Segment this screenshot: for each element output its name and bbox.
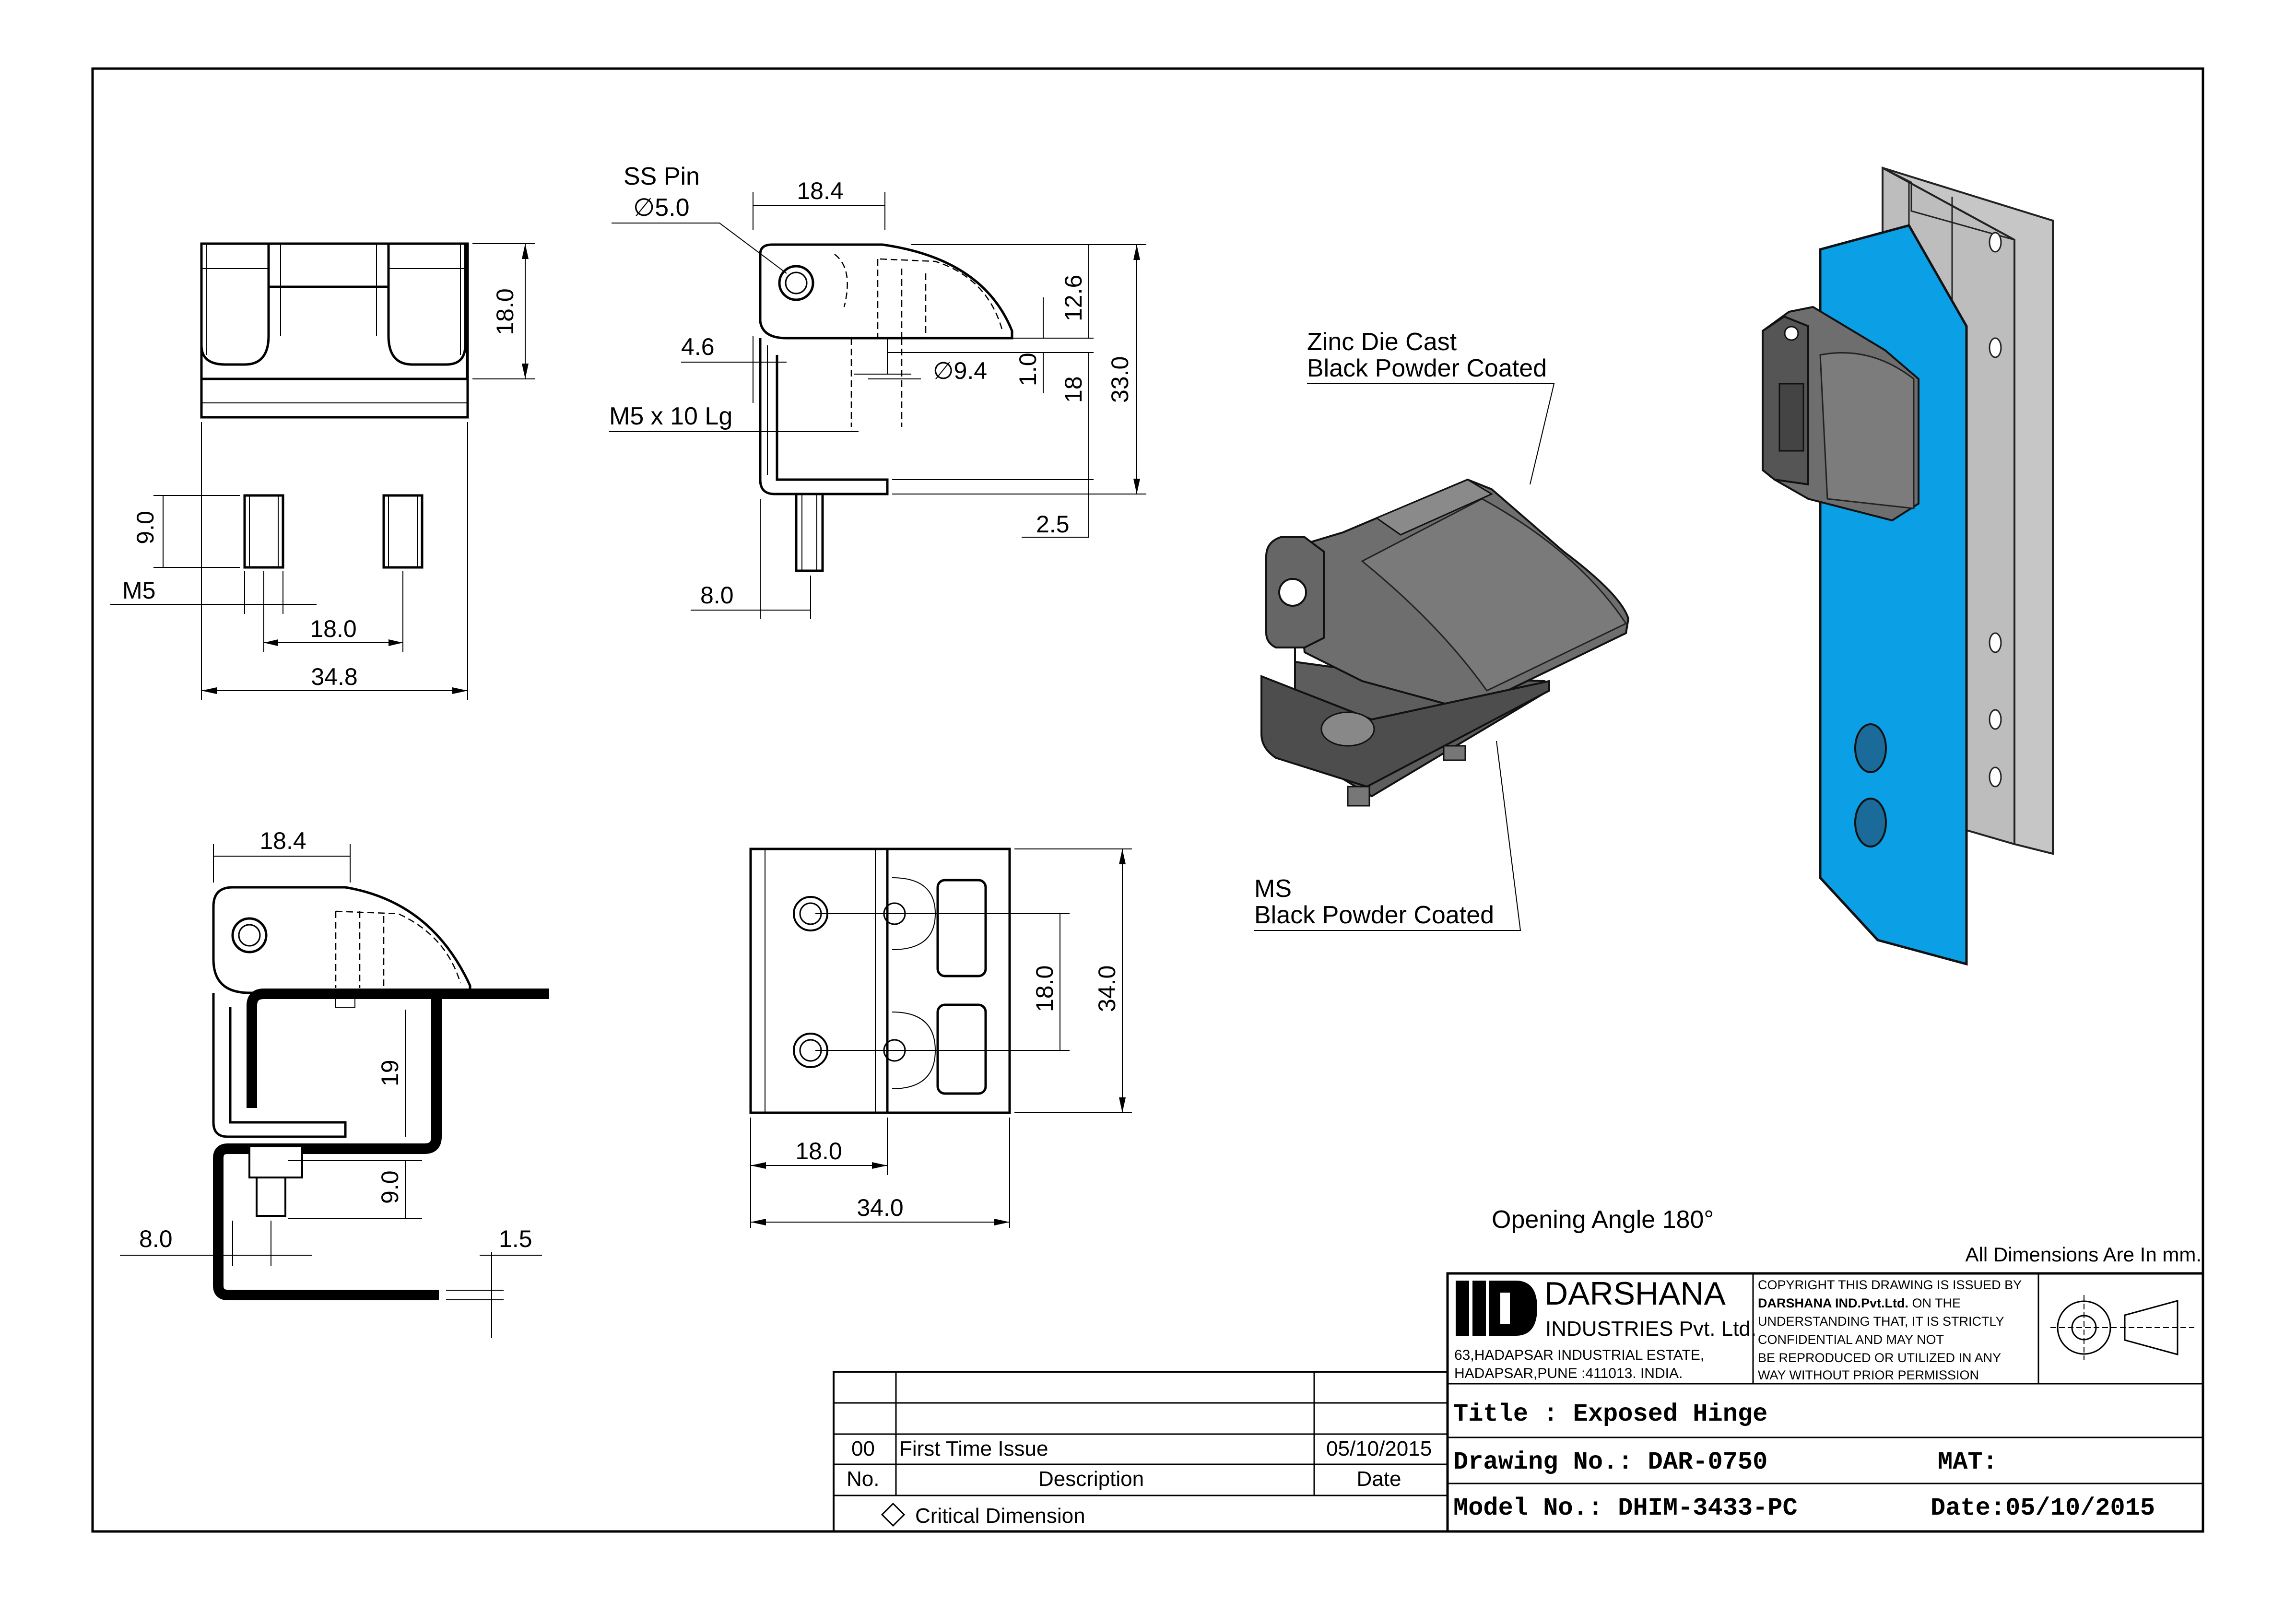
mount-dim-stud: 9.0 bbox=[377, 1170, 403, 1204]
mount-dim-top-width: 18.4 bbox=[259, 827, 306, 854]
drawing-title: Title : Exposed Hinge bbox=[1453, 1400, 1767, 1428]
company-sub: INDUSTRIES Pvt. Ltd. bbox=[1545, 1317, 1756, 1341]
dim-overall-height: 33.0 bbox=[1107, 356, 1133, 403]
projection-symbol-icon bbox=[2050, 1295, 2194, 1360]
dim-stud-spacing: 18.0 bbox=[310, 615, 356, 642]
drawing-date: Date:05/10/2015 bbox=[1931, 1494, 2155, 1522]
mount-view: 18.4 19 9.0 8.0 1.5 bbox=[120, 827, 549, 1338]
darshana-logo bbox=[1456, 1281, 1537, 1336]
rev-header-no: No. bbox=[847, 1467, 879, 1491]
rev-no: 00 bbox=[851, 1437, 875, 1460]
drawing-number: Drawing No.: DAR-0750 bbox=[1453, 1448, 1767, 1476]
company-address-2: HADAPSAR,PUNE :411013. INDIA. bbox=[1454, 1366, 1683, 1381]
company-address-1: 63,HADAPSAR INDUSTRIAL ESTATE, bbox=[1454, 1347, 1704, 1363]
rev-date: 05/10/2015 bbox=[1326, 1437, 1432, 1460]
mount-dim-sheet: 1.5 bbox=[499, 1225, 532, 1252]
iso-assembly-render bbox=[1762, 166, 2054, 966]
copyright-2-bold: DARSHANA IND.Pvt.Ltd. bbox=[1758, 1296, 1908, 1310]
rev-header-description: Description bbox=[1038, 1467, 1144, 1491]
revision-table: 00 First Time Issue 05/10/2015 No. Descr… bbox=[833, 1371, 1448, 1532]
dim-stud-length: 9.0 bbox=[132, 511, 159, 544]
mount-dim-inner: 19 bbox=[377, 1059, 403, 1086]
label-zinc-2: Black Powder Coated bbox=[1307, 354, 1547, 382]
title-block: DARSHANA INDUSTRIES Pvt. Ltd. 63,HADAPSA… bbox=[1446, 1272, 2204, 1533]
material: MAT: bbox=[1938, 1448, 1998, 1476]
top-dim-overall-width: 34.0 bbox=[857, 1194, 903, 1221]
dim-stud-offset: 8.0 bbox=[700, 582, 734, 609]
label-screw: M5 x 10 Lg bbox=[609, 402, 732, 430]
label-zinc-1: Zinc Die Cast bbox=[1307, 328, 1457, 356]
copyright-2-rest: ON THE bbox=[1908, 1296, 1961, 1310]
model-number: Model No.: DHIM-3433-PC bbox=[1453, 1494, 1798, 1522]
front-view: 18.0 9.0 M5 18.0 34.8 bbox=[110, 242, 535, 700]
critical-label: Critical Dimension bbox=[915, 1504, 1085, 1528]
dim-overall-width: 34.8 bbox=[311, 663, 357, 690]
company-name: DARSHANA bbox=[1544, 1275, 1726, 1312]
copyright-2: DARSHANA IND.Pvt.Ltd. ON THE bbox=[1758, 1296, 1961, 1310]
top-dim-overall-height: 34.0 bbox=[1094, 965, 1120, 1012]
mount-dim-stud-offset: 8.0 bbox=[139, 1225, 173, 1252]
material-callouts: Zinc Die Cast Black Powder Coated MS Bla… bbox=[1254, 328, 1555, 931]
rev-description: First Time Issue bbox=[899, 1437, 1048, 1460]
rev-header-date: Date bbox=[1357, 1467, 1401, 1491]
dim-height: 18.0 bbox=[492, 288, 518, 335]
top-dim-hole-spacing: 18.0 bbox=[1031, 965, 1058, 1012]
copyright-3: UNDERSTANDING THAT, IT IS STRICTLY bbox=[1758, 1314, 2004, 1329]
copyright-4: CONFIDENTIAL AND MAY NOT bbox=[1758, 1332, 1944, 1347]
copyright-6: WAY WITHOUT PRIOR PERMISSION bbox=[1758, 1368, 1979, 1382]
label-ms-2: Black Powder Coated bbox=[1254, 901, 1494, 929]
label-ms-1: MS bbox=[1254, 875, 1292, 903]
dim-thread: M5 bbox=[122, 577, 155, 604]
label-ss-pin: SS Pin bbox=[624, 163, 700, 190]
top-dim-width: 18.0 bbox=[795, 1138, 842, 1165]
copyright-1: COPYRIGHT THIS DRAWING IS ISSUED BY bbox=[1758, 1278, 2022, 1292]
copyright-5: BE REPRODUCED OR UTILIZED IN ANY bbox=[1758, 1351, 2001, 1365]
side-view: SS Pin ∅5.0 18.4 4.6 M5 x 10 Lg ∅9.4 1.0… bbox=[609, 163, 1146, 619]
label-pin-dia: ∅5.0 bbox=[633, 194, 690, 222]
all-dimensions-note: All Dimensions Are In mm. bbox=[1966, 1243, 2202, 1266]
dim-top-width: 18.4 bbox=[797, 177, 843, 204]
dim-bore: ∅9.4 bbox=[933, 357, 987, 384]
opening-angle: Opening Angle 180° bbox=[1492, 1206, 1714, 1234]
dim-lower: 18 bbox=[1060, 376, 1087, 403]
dim-offset: 4.6 bbox=[681, 333, 715, 360]
dim-gap: 1.0 bbox=[1014, 353, 1041, 386]
top-view: 18.0 34.0 18.0 34.0 bbox=[749, 848, 1132, 1228]
dim-plate: 2.5 bbox=[1036, 511, 1070, 538]
iso-hinge-render bbox=[1260, 478, 1630, 807]
dim-upper: 12.6 bbox=[1060, 275, 1087, 321]
critical-diamond-icon bbox=[881, 1502, 906, 1527]
